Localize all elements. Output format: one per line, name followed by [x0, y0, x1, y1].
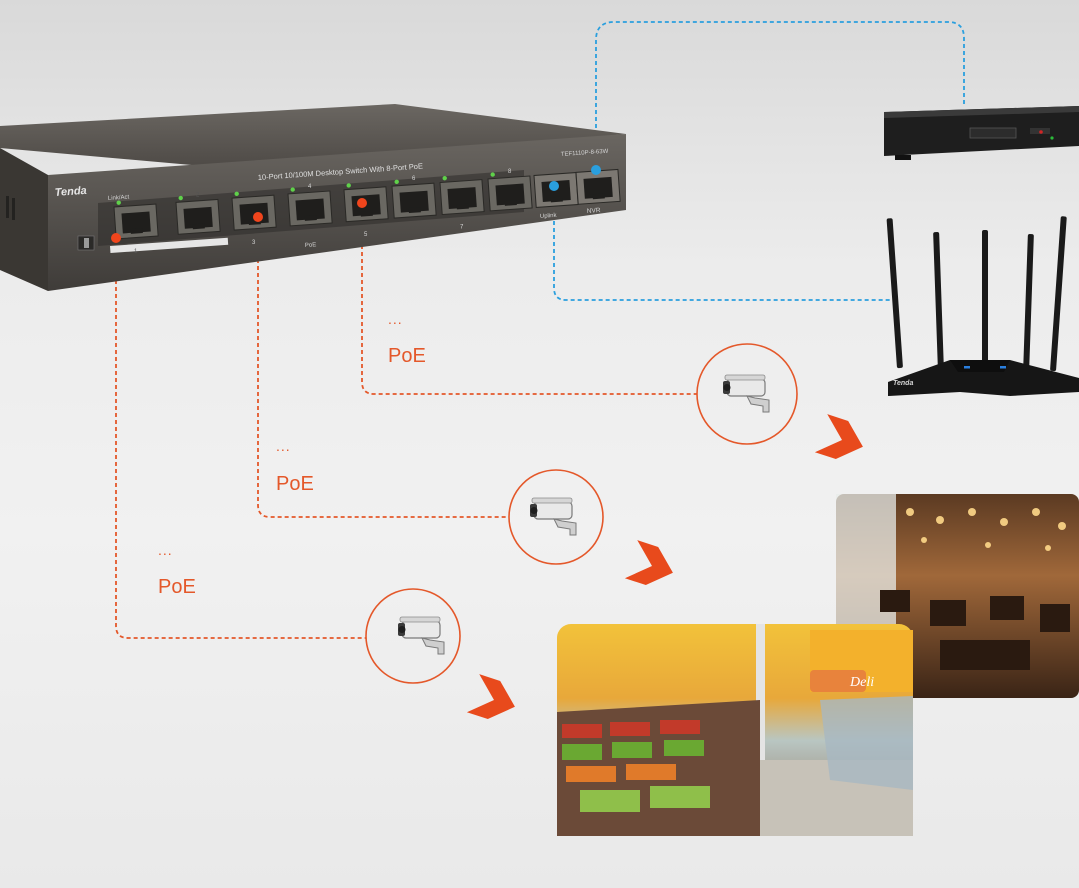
arrow-right-icon	[814, 414, 870, 466]
nvr-port	[575, 168, 621, 205]
poe-dots-3: ...	[158, 542, 173, 558]
port-panel: 1 2 3 4 5 6 7 8 PoE Uplink NVR	[98, 168, 621, 255]
deli-sign: Deli	[849, 675, 874, 690]
poe-line-port1	[115, 238, 366, 639]
port-number-label: 4	[308, 184, 312, 190]
nvr-port-label: NVR	[587, 207, 601, 215]
poe-link-lines	[115, 203, 697, 639]
ethernet-port	[487, 172, 533, 212]
poe-label-2: PoE	[276, 473, 314, 495]
camera-1	[696, 343, 798, 445]
port-number-label: 2	[196, 192, 200, 198]
port-number-label: 7	[460, 225, 464, 231]
port-number-label: 3	[252, 240, 256, 246]
switch-model: TEF1110P-8-63W	[561, 149, 609, 158]
arrow-right-icon	[624, 540, 680, 592]
wifi-router: Tenda	[886, 216, 1079, 396]
poe-label-1: PoE	[388, 345, 426, 367]
poe-port-label: PoE	[305, 242, 317, 249]
port5-connection-dot	[357, 198, 367, 208]
poe-line-port5	[361, 203, 697, 395]
ethernet-port	[113, 200, 159, 240]
ethernet-port	[287, 187, 333, 227]
uplink-connection-dot	[549, 181, 559, 191]
poe-switch: Tenda 10-Port 10/100M Desktop Switch Wit…	[0, 104, 626, 291]
camera-3	[365, 588, 461, 684]
nvr-connection-dot	[591, 165, 601, 175]
poe-dots-1: ...	[388, 311, 403, 327]
port-number-label: 8	[508, 169, 512, 175]
ports	[113, 168, 621, 240]
uplink-line	[553, 186, 890, 301]
poe-label-3: PoE	[158, 576, 196, 598]
link-act-label: Link/Act	[108, 194, 130, 201]
ip-camera-icon	[397, 616, 445, 655]
uplink-label: Uplink	[540, 213, 558, 220]
ip-camera-icon	[722, 374, 770, 413]
port-number-label: 5	[364, 232, 368, 238]
router-brand: Tenda	[893, 380, 913, 387]
ethernet-port	[391, 179, 437, 219]
ip-camera-icon	[529, 497, 577, 536]
ethernet-port	[439, 176, 485, 216]
ethernet-port	[175, 195, 221, 235]
nvr-link-line	[595, 21, 965, 170]
poe-line-port3	[257, 217, 508, 518]
port-number-label: 1	[134, 249, 138, 255]
port3-connection-dot	[253, 212, 263, 222]
data-link-lines	[553, 21, 965, 301]
poe-dots-2: ...	[276, 438, 291, 454]
supermarket-photo: Deli	[557, 624, 913, 836]
port-number-label: 6	[412, 176, 416, 182]
camera-2	[508, 469, 604, 565]
nvr-device	[884, 106, 1079, 160]
arrow-right-icon	[466, 674, 522, 726]
switch-brand: Tenda	[54, 185, 87, 199]
port1-connection-dot	[111, 233, 121, 243]
